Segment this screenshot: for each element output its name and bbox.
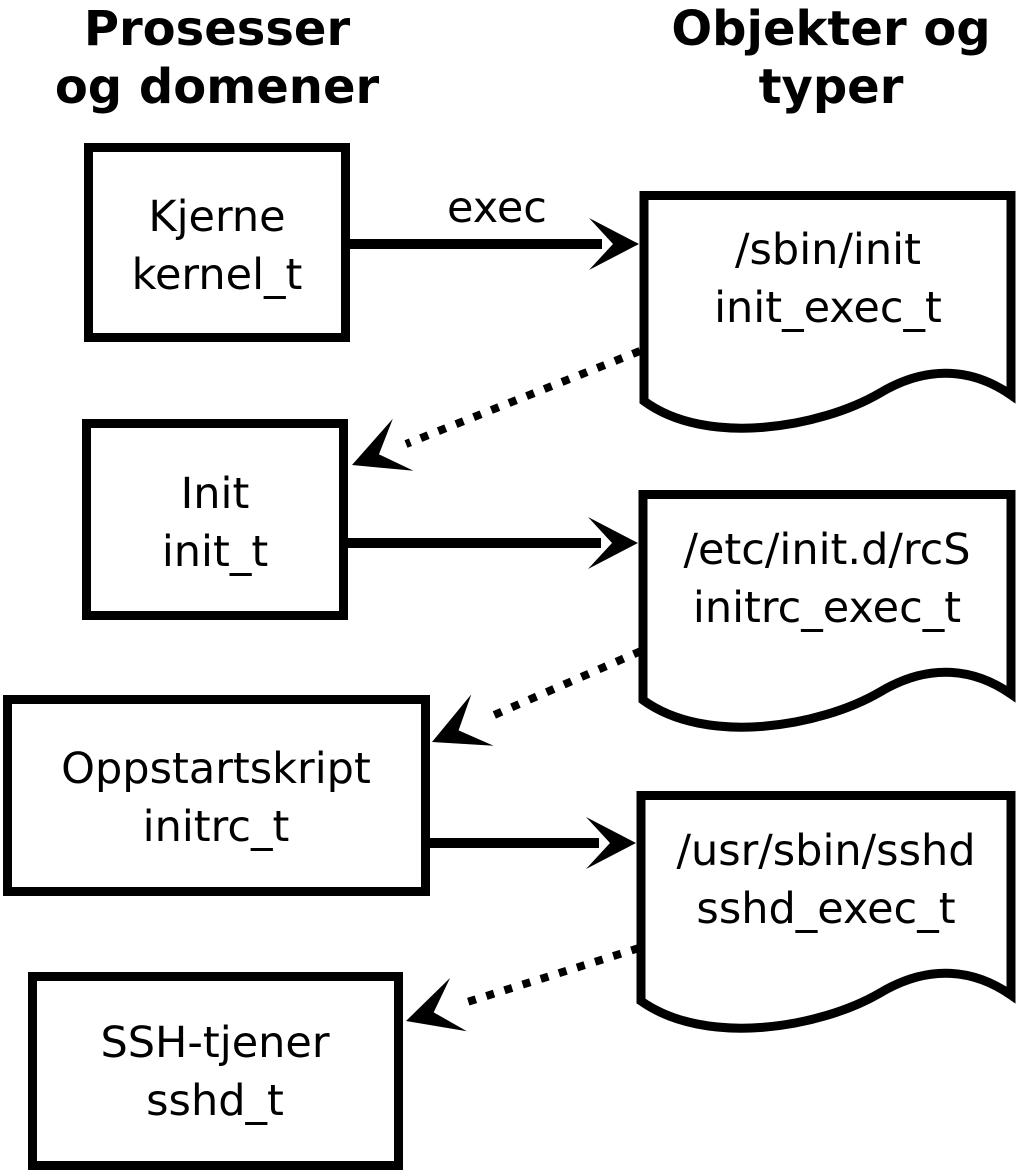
process-box-sshd: SSH-tjener sshd_t: [28, 972, 403, 1170]
transition-arrow-init-exec-to-init: [352, 347, 642, 471]
process-type-label: kernel_t: [132, 250, 303, 300]
object-path-label: /sbin/init: [735, 225, 921, 275]
object-path-label: /usr/sbin/sshd: [676, 826, 975, 876]
arrowhead-icon: [352, 418, 414, 471]
column-header-processes: Prosesser og domener: [55, 1, 380, 115]
process-type-label: initrc_t: [143, 802, 290, 852]
object-type-label: sshd_exec_t: [696, 884, 955, 934]
document-shape: [636, 791, 1016, 1033]
header-right-line2: typer: [759, 59, 904, 115]
transition-arrow-initrc-exec-to-initrc: [432, 647, 643, 746]
process-box-rect: [82, 419, 348, 620]
object-doc-etc-initd-rcs: /etc/init.d/rcS initrc_exec_t: [638, 490, 1016, 732]
header-left-line1: Prosesser: [84, 1, 351, 57]
object-doc-usr-sbin-sshd: /usr/sbin/sshd sshd_exec_t: [636, 791, 1016, 1033]
arrowhead-icon: [586, 817, 636, 869]
document-shape: [639, 191, 1016, 433]
arrowhead-icon: [406, 977, 467, 1032]
column-header-objects: Objekter og typer: [671, 1, 990, 115]
exec-arrow-init-to-initrc-exec: [348, 517, 638, 569]
process-box-rect: [84, 143, 350, 342]
exec-arrow-initrc-to-sshd-exec: [430, 817, 636, 869]
exec-label: exec: [447, 183, 547, 233]
process-type-label: init_t: [162, 527, 268, 577]
arrow-shaft-dotted: [404, 347, 642, 448]
object-doc-sbin-init: /sbin/init init_exec_t: [639, 191, 1016, 433]
arrowhead-icon: [589, 218, 639, 270]
transition-arrow-sshd-exec-to-sshd: [406, 944, 641, 1032]
process-box-rect: [28, 972, 403, 1170]
object-type-label: init_exec_t: [714, 283, 942, 333]
process-name-label: Kjerne: [148, 192, 285, 242]
document-shape: [638, 490, 1016, 732]
arrow-shaft-dotted: [459, 944, 641, 1008]
arrowhead-icon: [588, 517, 638, 569]
object-path-label: /etc/init.d/rcS: [683, 525, 970, 575]
exec-arrow-kernel-to-init-exec: exec: [350, 183, 639, 270]
header-left-line2: og domener: [55, 59, 380, 115]
process-box-init: Init init_t: [82, 419, 348, 620]
object-type-label: initrc_exec_t: [693, 583, 961, 633]
process-name-label: Oppstartskript: [61, 744, 371, 794]
header-right-line1: Objekter og: [671, 1, 990, 57]
process-box-rect: [3, 695, 430, 896]
process-name-label: Init: [181, 469, 250, 519]
process-type-label: sshd_t: [146, 1076, 284, 1126]
arrowhead-icon: [432, 694, 494, 746]
process-box-initrc: Oppstartskript initrc_t: [3, 695, 430, 896]
process-box-kernel: Kjerne kernel_t: [84, 143, 350, 342]
arrow-shaft-dotted: [483, 647, 643, 723]
process-name-label: SSH-tjener: [100, 1018, 329, 1068]
